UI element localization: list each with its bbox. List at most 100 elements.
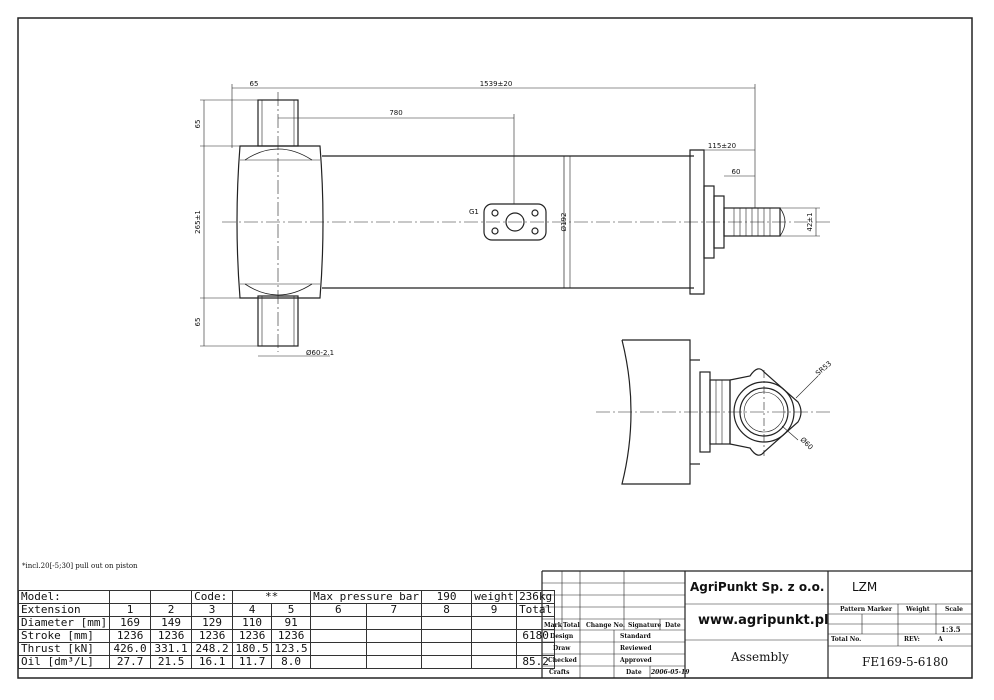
- table-cell: [310, 642, 367, 656]
- date-label: Date: [626, 669, 642, 676]
- total-label: Total: [563, 622, 580, 629]
- rev-value: A: [938, 636, 943, 643]
- dim-eye-radius: SR53: [814, 360, 833, 378]
- oil-row: Oil [dm³/L] 27.7 21.5 16.1 11.7 8.0 85.2: [17, 655, 556, 669]
- table-cell: 123.5: [271, 642, 312, 656]
- table-cell: 129: [191, 616, 234, 630]
- side-view: [236, 99, 786, 347]
- table-cell: 1236: [150, 629, 193, 643]
- table-cell: 16.1: [191, 655, 234, 669]
- code-value: **: [232, 590, 312, 604]
- table-cell: 169: [109, 616, 152, 630]
- table-cell: [310, 616, 367, 630]
- scale-value: 1:3.5: [941, 625, 961, 634]
- reviewed-label: Reviewed: [620, 645, 652, 652]
- table-cell: 180.5: [232, 642, 273, 656]
- row-label: Thrust [kN]: [17, 642, 111, 656]
- table-cell: [365, 616, 423, 630]
- table-cell: 1236: [232, 629, 273, 643]
- dim-pin-width: 65: [250, 80, 259, 88]
- change-no-label: Change No.: [586, 622, 625, 629]
- date-value: 2006-05-19: [651, 669, 690, 676]
- table-cell: 91: [271, 616, 312, 630]
- dim-trunnion-span: 265±1: [194, 210, 202, 234]
- table-cell: 1236: [271, 629, 312, 643]
- table-cell: [365, 642, 423, 656]
- part-number: FE169-5-6180: [862, 655, 949, 669]
- table-cell: 9: [471, 603, 518, 617]
- code-label: Code:: [191, 590, 234, 604]
- spec-table: Model: Code: ** Max pressure bar 190 wei…: [17, 590, 556, 669]
- table-cell: 426.0: [109, 642, 152, 656]
- table-cell: [310, 655, 367, 669]
- total-no-label: Total No.: [831, 636, 862, 643]
- table-cell: 6180: [516, 629, 556, 643]
- date-label: Date: [665, 622, 681, 629]
- weight-label: Weight: [906, 606, 930, 613]
- draw-label: Draw: [553, 645, 571, 652]
- dim-pin-top: 65: [194, 120, 202, 129]
- table-cell: [421, 642, 473, 656]
- drawing-code: LZM: [852, 580, 878, 594]
- row-label: Oil [dm³/L]: [17, 655, 111, 669]
- table-cell: [471, 642, 518, 656]
- row-label: Extension: [17, 603, 111, 617]
- standard-label: Standard: [620, 633, 651, 640]
- checked-label: Checked: [548, 657, 577, 664]
- weight-label: weight: [471, 590, 518, 604]
- rev-label: REV:: [904, 636, 920, 643]
- dim-rod-end: 115±20: [708, 142, 736, 150]
- stroke-row: Stroke [mm] 1236 1236 1236 1236 1236 618…: [17, 629, 556, 643]
- approved-label: Approved: [620, 657, 652, 664]
- weight-value: 236kg: [516, 590, 556, 604]
- dim-pin-diameter: Ø60-2.1: [306, 349, 334, 357]
- table-cell: 331.1: [150, 642, 193, 656]
- footnote: *incl.20[-5;30] pull out on piston: [22, 562, 138, 570]
- row-label: Stroke [mm]: [17, 629, 111, 643]
- table-cell: 110: [232, 616, 273, 630]
- cell-blank: [109, 590, 152, 604]
- company-name: AgriPunkt Sp. z o.o.: [690, 580, 825, 594]
- pattern-marker-label: Pattern Marker: [840, 606, 893, 613]
- table-cell: [471, 616, 518, 630]
- dim-overall-length: 1539±20: [480, 80, 513, 88]
- table-cell: [516, 642, 556, 656]
- table-cell: [421, 629, 473, 643]
- table-cell: 7: [365, 603, 423, 617]
- table-cell: 1: [109, 603, 152, 617]
- table-cell: 11.7: [232, 655, 273, 669]
- table-cell: [310, 629, 367, 643]
- table-cell: 3: [191, 603, 234, 617]
- mark-label: Mark: [544, 622, 562, 629]
- table-cell: 1236: [191, 629, 234, 643]
- scale-label: Scale: [945, 606, 963, 613]
- table-cell: [365, 629, 423, 643]
- table-cell: [365, 655, 423, 669]
- table-cell: 5: [271, 603, 312, 617]
- table-cell: 1236: [109, 629, 152, 643]
- dim-port: G1: [469, 208, 479, 216]
- table-cell: [421, 616, 473, 630]
- max-pressure-value: 190: [421, 590, 473, 604]
- dimension-lines: [200, 84, 820, 357]
- table-cell: [471, 629, 518, 643]
- title-block-grid: [541, 570, 972, 678]
- spec-header-row: Model: Code: ** Max pressure bar 190 wei…: [17, 590, 556, 604]
- diameter-row: Diameter [mm] 169 149 129 110 91: [17, 616, 556, 630]
- thrust-row: Thrust [kN] 426.0 331.1 248.2 180.5 123.…: [17, 642, 556, 656]
- table-cell: [421, 655, 473, 669]
- dim-rod-thread: 60: [732, 168, 741, 176]
- crafts-label: Crafts: [549, 669, 570, 676]
- dim-port-position: 780: [389, 109, 402, 117]
- table-cell: 8.0: [271, 655, 312, 669]
- website: www.agripunkt.pl: [698, 613, 829, 628]
- dim-pin-bottom: 65: [194, 318, 202, 327]
- table-cell: 6: [310, 603, 367, 617]
- model-label: Model:: [17, 590, 111, 604]
- table-cell: 27.7: [109, 655, 152, 669]
- table-cell: 4: [232, 603, 273, 617]
- dim-rod-diameter: 42±1: [806, 212, 814, 231]
- dim-bore-diameter: Ø192: [560, 213, 568, 232]
- sheet-border: [17, 17, 973, 679]
